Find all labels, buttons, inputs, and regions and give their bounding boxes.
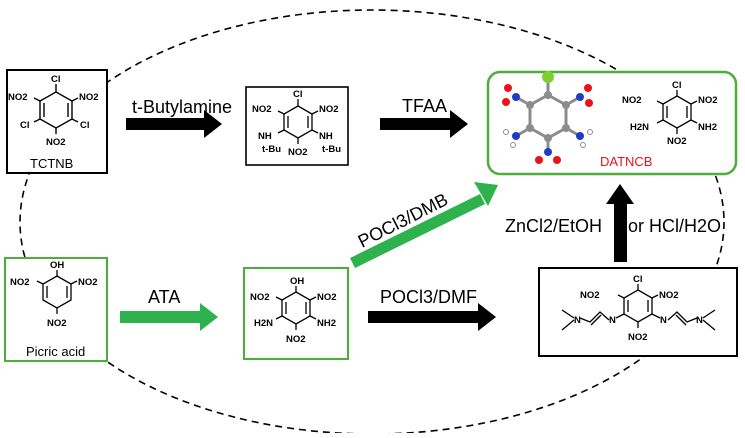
int1-sub-nh-right: NH bbox=[319, 131, 333, 142]
intermediate3-box bbox=[538, 267, 738, 357]
int1-sub-no2-left: NO2 bbox=[252, 104, 272, 115]
intermediate2-structure bbox=[275, 286, 317, 330]
tctnb-sub-no2-right: NO2 bbox=[79, 92, 99, 103]
label-t-butylamine: t-Butylamine bbox=[132, 97, 232, 117]
int1-sub-cl: Cl bbox=[293, 89, 303, 100]
tctnb-sub-cl-left: Cl bbox=[20, 120, 30, 131]
int3-sub-n-outer-left: N bbox=[574, 315, 581, 326]
datncb-sub-h2n: H2N bbox=[630, 122, 649, 133]
int1-sub-no2-right: NO2 bbox=[319, 104, 339, 115]
label-zncl2-etoh: ZnCl2/EtOH bbox=[505, 216, 602, 236]
int3-sub-n-outer-right: N bbox=[696, 315, 703, 326]
picric-sub-no2-bottom: NO2 bbox=[47, 318, 67, 329]
tctnb-box bbox=[6, 69, 108, 174]
arrow-tfaa bbox=[380, 110, 468, 138]
datncb-sub-no2-bottom: NO2 bbox=[667, 136, 687, 147]
intermediate2-node: OH NO2 NO2 H2N NH2 NO2 bbox=[243, 267, 349, 360]
tctnb-sub-no2-bottom: NO2 bbox=[46, 137, 66, 148]
int3-sub-n-inner-left: N bbox=[609, 315, 616, 326]
int1-sub-tbu-right: t-Bu bbox=[322, 144, 341, 155]
int2-sub-oh: OH bbox=[290, 276, 304, 287]
arrow-deprotection bbox=[606, 184, 634, 262]
tctnb-sub-no2-left: NO2 bbox=[8, 92, 28, 103]
tctnb-label: TCTNB bbox=[30, 156, 73, 171]
picric-sub-no2-right: NO2 bbox=[78, 277, 98, 288]
picric-acid-structure bbox=[36, 270, 78, 314]
picric-sub-oh: OH bbox=[50, 260, 64, 271]
int2-sub-no2-right: NO2 bbox=[317, 292, 337, 303]
tctnb-node: Cl NO2 NO2 Cl Cl NO2 TCTNB bbox=[6, 69, 108, 174]
int1-sub-no2-bottom: NO2 bbox=[288, 147, 308, 158]
tctnb-sub-cl-top: Cl bbox=[51, 74, 61, 85]
int2-sub-nh2: NH2 bbox=[317, 318, 336, 329]
arrow-pocl3-dmf bbox=[368, 303, 496, 331]
arrow-pocl3-dmb bbox=[350, 182, 498, 268]
int3-sub-no2-right: NO2 bbox=[659, 290, 679, 301]
label-or-hcl-h2o: or HCl/H2O bbox=[628, 216, 721, 236]
datncb-sub-no2-right: NO2 bbox=[698, 95, 718, 106]
intermediate1-structure bbox=[277, 99, 319, 144]
int1-sub-nh-left: NH bbox=[258, 131, 272, 142]
int2-sub-no2-bottom: NO2 bbox=[286, 334, 306, 345]
tctnb-structure bbox=[33, 84, 79, 134]
int3-sub-cl: Cl bbox=[633, 274, 643, 285]
arrow-t-butylamine bbox=[126, 110, 222, 138]
datncb-label: DATNCB bbox=[600, 154, 652, 169]
int2-sub-no2-left: NO2 bbox=[250, 292, 270, 303]
datncb-sub-no2-left: NO2 bbox=[622, 95, 642, 106]
int3-sub-n-inner-right: N bbox=[660, 315, 667, 326]
picric-acid-node: OH NO2 NO2 NO2 Picric acid bbox=[4, 257, 108, 362]
int1-sub-tbu-left: t-Bu bbox=[262, 144, 281, 155]
intermediate2-box bbox=[243, 267, 349, 360]
picric-acid-box bbox=[4, 257, 108, 362]
intermediate3-node: Cl NO2 NO2 N N N N NO2 bbox=[538, 267, 738, 357]
datncb-node: Cl NO2 NO2 H2N NH2 NO2 DATNCB bbox=[486, 70, 738, 176]
int3-sub-no2-bottom: NO2 bbox=[628, 332, 648, 343]
int2-sub-h2n: H2N bbox=[254, 318, 273, 329]
label-tfaa: TFAA bbox=[402, 96, 447, 116]
arrow-ata bbox=[120, 303, 218, 331]
intermediate1-node: Cl NO2 NO2 NH t-Bu NH t-Bu NO2 bbox=[245, 86, 349, 166]
intermediate3-structure bbox=[561, 284, 716, 331]
label-pocl3-dmf: POCl3/DMF bbox=[380, 287, 477, 307]
picric-sub-no2-left: NO2 bbox=[10, 277, 30, 288]
datncb-sub-cl: Cl bbox=[672, 80, 682, 91]
intermediate1-box bbox=[245, 86, 349, 166]
tctnb-sub-cl-right: Cl bbox=[80, 120, 90, 131]
label-ata: ATA bbox=[148, 287, 180, 307]
picric-acid-label: Picric acid bbox=[26, 344, 85, 359]
int3-sub-no2-left: NO2 bbox=[580, 290, 600, 301]
datncb-sub-nh2: NH2 bbox=[698, 122, 717, 133]
datncb-ball-stick-model bbox=[502, 71, 593, 164]
datncb-structure bbox=[656, 90, 698, 134]
